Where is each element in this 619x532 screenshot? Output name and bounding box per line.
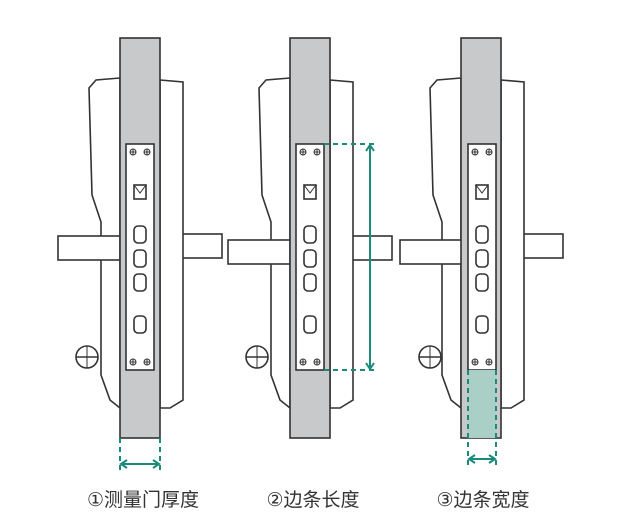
screw-icon bbox=[471, 148, 493, 366]
latch-icon bbox=[418, 345, 442, 369]
lever-rod bbox=[57, 235, 121, 261]
caption-door-thickness: ①测量门厚度 bbox=[87, 489, 199, 511]
keypad-button-icon bbox=[475, 225, 489, 334]
front-panel-edge bbox=[329, 79, 354, 409]
caption-strip-width: ③边条宽度 bbox=[436, 489, 529, 511]
front-panel-edge bbox=[500, 79, 525, 409]
latch-icon bbox=[75, 345, 99, 369]
front-panel-edge bbox=[159, 79, 184, 409]
keypad-button-icon bbox=[133, 225, 147, 334]
lock-illustration-2 bbox=[227, 37, 393, 439]
screw-icon bbox=[299, 148, 321, 366]
length-measure bbox=[324, 143, 376, 371]
keypad-button-icon bbox=[303, 225, 317, 334]
lock-illustration-3 bbox=[399, 37, 564, 439]
latch-icon bbox=[245, 345, 269, 369]
fingerprint-sensor-icon bbox=[133, 184, 147, 200]
fingerprint-sensor-icon bbox=[303, 184, 317, 200]
strip-width-highlight bbox=[468, 370, 496, 438]
thickness-measure bbox=[119, 438, 161, 470]
lever-rod bbox=[227, 239, 291, 265]
screw-icon bbox=[129, 148, 151, 366]
lever-rod bbox=[399, 239, 463, 265]
lock-illustration-1 bbox=[57, 37, 223, 439]
width-measure bbox=[467, 370, 497, 465]
fingerprint-sensor-icon bbox=[475, 184, 489, 200]
caption-strip-length: ②边条长度 bbox=[266, 489, 359, 511]
